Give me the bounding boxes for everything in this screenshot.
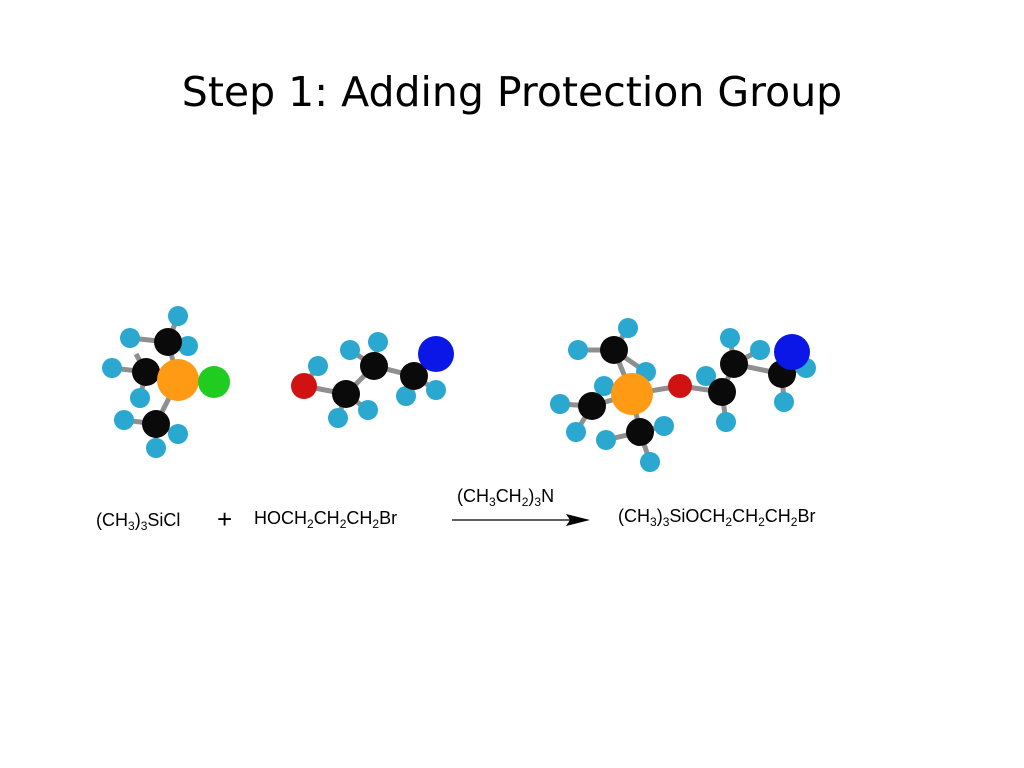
atom-hydrogen [720, 328, 740, 348]
atom-hydrogen [328, 408, 348, 428]
atom-hydrogen [594, 376, 614, 396]
atom-hydrogen [168, 306, 188, 326]
atom-hydrogen [654, 416, 674, 436]
atom-carbon [132, 358, 160, 386]
atom-hydrogen [114, 410, 134, 430]
atom-oxygen [291, 373, 317, 399]
atom-hydrogen [358, 400, 378, 420]
atom-hydrogen [774, 392, 794, 412]
atom-hydrogen [168, 424, 188, 444]
atom-oxygen [668, 374, 692, 398]
atom-hydrogen [618, 318, 638, 338]
atom-chlorine [198, 366, 230, 398]
formula-reactant1: (CH3)3SiCl [96, 510, 181, 533]
atom-hydrogen [566, 422, 586, 442]
atom-carbon [154, 328, 182, 356]
atom-hydrogen [178, 336, 198, 356]
atom-hydrogen [550, 394, 570, 414]
atom-carbon [360, 352, 388, 380]
atom-hydrogen [396, 386, 416, 406]
arrowhead [566, 514, 590, 526]
atom-carbon [332, 380, 360, 408]
atom-carbon [400, 362, 428, 390]
atom-carbon [142, 410, 170, 438]
plus-sign: + [217, 504, 233, 534]
atom-hydrogen [146, 438, 166, 458]
atom-carbon [626, 418, 654, 446]
atom-hydrogen [716, 412, 736, 432]
atom-hydrogen [696, 366, 716, 386]
atom-bromine [774, 334, 810, 370]
atom-hydrogen [340, 340, 360, 360]
atom-hydrogen [368, 332, 388, 352]
atom-silicon [611, 373, 653, 415]
atom-silicon [157, 359, 199, 401]
atom-bromine [418, 336, 454, 372]
atom-hydrogen [102, 358, 122, 378]
atom-hydrogen [130, 388, 150, 408]
atom-hydrogen [426, 380, 446, 400]
atom-hydrogen [596, 430, 616, 450]
atom-hydrogen [750, 340, 770, 360]
atom-carbon [600, 336, 628, 364]
slide-title: Step 1: Adding Protection Group [181, 68, 843, 116]
atom-carbon [578, 392, 606, 420]
atom-hydrogen [308, 356, 328, 376]
formula-reactant2: HOCH2CH2CH2Br [254, 508, 398, 531]
formula-product: (CH3)3SiOCH2CH2CH2Br [618, 506, 816, 529]
atom-hydrogen [120, 328, 140, 348]
atom-hydrogen [640, 452, 660, 472]
atom-carbon [720, 350, 748, 378]
atom-carbon [708, 378, 736, 406]
formula-reagent: (CH3CH2)3N [457, 486, 555, 509]
atom-hydrogen [568, 340, 588, 360]
